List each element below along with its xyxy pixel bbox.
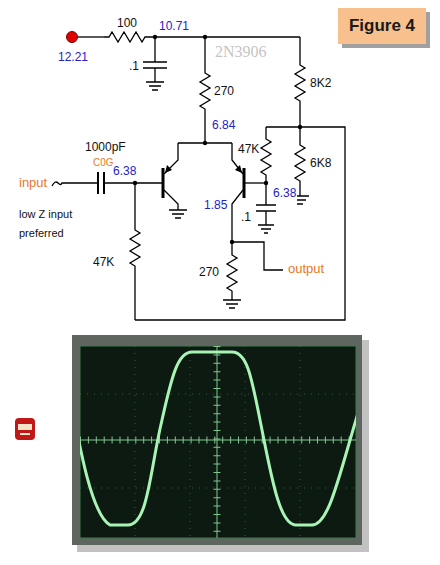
resistor-value: 47K bbox=[92, 255, 115, 270]
signal-name: input bbox=[18, 175, 48, 191]
junction-dot bbox=[203, 35, 207, 39]
node-voltage: 12.21 bbox=[57, 50, 89, 65]
transistor-emitter bbox=[164, 143, 178, 174]
junction-dot bbox=[133, 181, 137, 185]
node-voltage: 1.85 bbox=[203, 198, 228, 213]
part-number-watermark: 2N3906 bbox=[214, 42, 268, 61]
node-voltage: 6.38 bbox=[112, 164, 137, 179]
resistor-value: 6K8 bbox=[309, 156, 332, 171]
resistor-value: 47K bbox=[237, 142, 260, 157]
transistor-collector bbox=[164, 190, 187, 218]
junction-dot bbox=[203, 141, 207, 145]
note: low Z input preferred bbox=[18, 205, 74, 243]
wire bbox=[244, 182, 266, 183]
capacitor-symbol bbox=[98, 172, 104, 194]
wire bbox=[135, 127, 345, 320]
capacitor-value: 1000pF bbox=[84, 140, 127, 155]
resistor-value: 270 bbox=[198, 265, 220, 280]
resistor-symbol bbox=[104, 32, 150, 42]
resistor-value: 100 bbox=[116, 16, 138, 31]
node-voltage: 6.84 bbox=[211, 118, 236, 133]
capacitor-symbol bbox=[143, 37, 167, 90]
node-voltage: 6.38 bbox=[272, 186, 297, 201]
scope-waveform bbox=[80, 352, 356, 525]
arrowheads bbox=[165, 165, 242, 173]
signal-name: output bbox=[287, 261, 325, 277]
node-voltage: 10.71 bbox=[158, 19, 190, 34]
author-icon bbox=[15, 418, 35, 440]
resistor-symbol bbox=[223, 250, 241, 308]
junction-dot bbox=[264, 181, 268, 185]
wire bbox=[204, 37, 205, 68]
resistor-symbol bbox=[130, 183, 140, 320]
wires bbox=[52, 32, 345, 320]
junction-dots bbox=[133, 35, 302, 244]
oscilloscope-photo bbox=[70, 335, 369, 552]
figure-title-box: Figure 4 bbox=[338, 8, 426, 44]
emitter-arrow bbox=[235, 165, 242, 173]
supply-terminal bbox=[67, 32, 78, 43]
resistor-symbol bbox=[261, 127, 271, 183]
resistor-value: 270 bbox=[213, 84, 235, 99]
scope-grid bbox=[80, 346, 356, 538]
resistor-symbol bbox=[295, 37, 305, 127]
capacitor-value: .1 bbox=[128, 59, 140, 74]
emitter-arrow bbox=[165, 165, 172, 173]
input-lead bbox=[52, 182, 98, 186]
junction-dot bbox=[298, 125, 302, 129]
resistor-symbol bbox=[200, 68, 210, 114]
wire bbox=[150, 36, 300, 37]
figure-title: Figure 4 bbox=[349, 16, 415, 36]
junction-dot bbox=[230, 240, 234, 244]
capacitor-value: .1 bbox=[240, 210, 252, 225]
output-lead bbox=[232, 242, 283, 270]
resistor-value: 8K2 bbox=[309, 76, 332, 91]
junction-dot bbox=[153, 35, 157, 39]
